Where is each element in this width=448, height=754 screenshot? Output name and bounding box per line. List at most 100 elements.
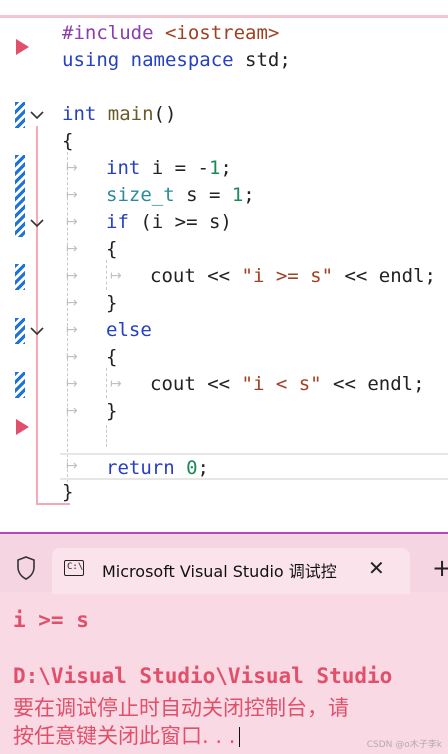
code-text: } (106, 290, 117, 317)
whitespace-tab-icon: ↦ (66, 268, 78, 284)
close-icon[interactable]: ✕ (368, 556, 385, 580)
code-token: { (62, 130, 74, 152)
code-token: { (106, 238, 118, 260)
code-token: 1 (231, 184, 244, 206)
change-marker (15, 264, 25, 290)
code-text: size_t s = 1; (106, 182, 255, 209)
code-token (175, 457, 186, 479)
code-text: { (106, 344, 117, 371)
code-line[interactable]: cout << "i >= s" << endl; (0, 263, 448, 290)
new-tab-icon[interactable]: + (432, 554, 448, 582)
shield-icon[interactable] (16, 556, 36, 580)
code-token: cout << (150, 373, 242, 395)
scope-gutter-line (36, 126, 38, 505)
watermark: CSDN @o木子李k (366, 740, 442, 750)
code-line[interactable]: { (0, 344, 448, 371)
code-text: else (106, 317, 152, 344)
breakpoint-arrow-icon[interactable] (16, 39, 29, 55)
whitespace-tab-icon: ↦ (110, 268, 122, 284)
code-text: if (i >= s) (106, 209, 232, 236)
whitespace-tab-icon: ↦ (66, 187, 78, 203)
console-tab-bar: C:\ Microsoft Visual Studio 调试控 ✕ + (0, 534, 448, 594)
console-output-line: i >= s (13, 608, 89, 632)
code-token: << endl; (333, 265, 436, 287)
code-line[interactable]: } (0, 398, 448, 425)
code-editor[interactable]: #include <iostream>using namespace std;i… (0, 0, 448, 520)
code-token: 0 (186, 457, 198, 479)
whitespace-tab-icon: ↦ (66, 349, 78, 365)
whitespace-tab-icon: ↦ (66, 403, 78, 419)
breakpoint-arrow-icon[interactable] (16, 419, 29, 435)
code-text: { (106, 236, 117, 263)
code-text: return 0; (106, 455, 209, 482)
code-token: size_t (106, 184, 175, 206)
fold-chevron-icon[interactable] (29, 323, 45, 339)
code-token: int (62, 103, 97, 125)
code-token: (i >= s) (128, 211, 232, 233)
code-token: "i >= s" (241, 265, 334, 287)
code-text: cout << "i < s" << endl; (150, 371, 425, 398)
code-token: using (62, 49, 120, 71)
console-output-line: 按任意键关闭此窗口. . . (13, 720, 241, 750)
console-tab-title: Microsoft Visual Studio 调试控 (102, 562, 337, 581)
code-line[interactable]: int main() (0, 101, 448, 128)
indent-guide (106, 368, 107, 398)
code-line[interactable]: { (0, 128, 448, 155)
code-token (96, 103, 107, 125)
whitespace-tab-icon: ↦ (66, 214, 78, 230)
code-token: #include (62, 22, 154, 44)
code-token: ; (197, 457, 209, 479)
code-token: << endl; (321, 373, 425, 395)
console-tab[interactable]: C:\ Microsoft Visual Studio 调试控 ✕ (52, 548, 410, 594)
whitespace-tab-icon: ↦ (66, 376, 78, 392)
code-line[interactable]: size_t s = 1; (0, 182, 448, 209)
console-window[interactable]: C:\ Microsoft Visual Studio 调试控 ✕ + i >=… (0, 532, 448, 754)
change-marker (15, 372, 25, 398)
code-line[interactable]: cout << "i < s" << endl; (0, 371, 448, 398)
code-token: std; (233, 49, 291, 71)
code-line[interactable]: return 0; (60, 453, 448, 480)
code-token: if (106, 211, 129, 233)
whitespace-tab-icon: ↦ (66, 241, 78, 257)
code-text: } (106, 398, 117, 425)
code-line[interactable]: #include <iostream> (0, 20, 448, 47)
code-token: "i < s" (241, 373, 322, 395)
code-token: else (106, 319, 152, 341)
code-text: cout << "i >= s" << endl; (150, 263, 436, 290)
indent-guide (106, 425, 107, 447)
indent-guide (67, 152, 68, 482)
code-line[interactable]: else (0, 317, 448, 344)
whitespace-tab-icon: ↦ (66, 322, 78, 338)
code-token: <iostream> (153, 22, 280, 44)
whitespace-tab-icon: ↦ (110, 376, 122, 392)
code-token: () (153, 103, 177, 125)
change-marker (15, 155, 25, 237)
code-token: { (106, 346, 118, 368)
code-line[interactable]: { (0, 236, 448, 263)
code-line[interactable]: using namespace std; (0, 47, 448, 74)
text-cursor (239, 727, 241, 747)
code-text: #include <iostream> (62, 20, 279, 47)
change-marker (15, 102, 25, 128)
code-token: } (106, 292, 118, 314)
code-line[interactable]: } (0, 290, 448, 317)
indent-guide (106, 260, 107, 290)
editor-top-border (0, 15, 448, 18)
code-text: int i = -1; (106, 155, 232, 182)
code-line[interactable]: int i = -1; (0, 155, 448, 182)
change-marker (15, 318, 25, 344)
code-line[interactable]: if (i >= s) (0, 209, 448, 236)
code-text: } (62, 479, 73, 506)
fold-chevron-icon[interactable] (29, 107, 45, 123)
code-token: namespace (130, 49, 234, 71)
code-token: s = (174, 184, 232, 206)
terminal-icon: C:\ (64, 560, 84, 576)
code-token: 1 (208, 157, 221, 179)
scope-gutter-foot (36, 503, 70, 505)
code-line[interactable]: } (0, 479, 448, 506)
code-text: using namespace std; (62, 47, 291, 74)
fold-chevron-icon[interactable] (29, 215, 45, 231)
code-token: i = - (140, 157, 209, 179)
code-token: } (62, 481, 74, 503)
console-output-line: D:\Visual Studio\Visual Studio (13, 664, 393, 688)
